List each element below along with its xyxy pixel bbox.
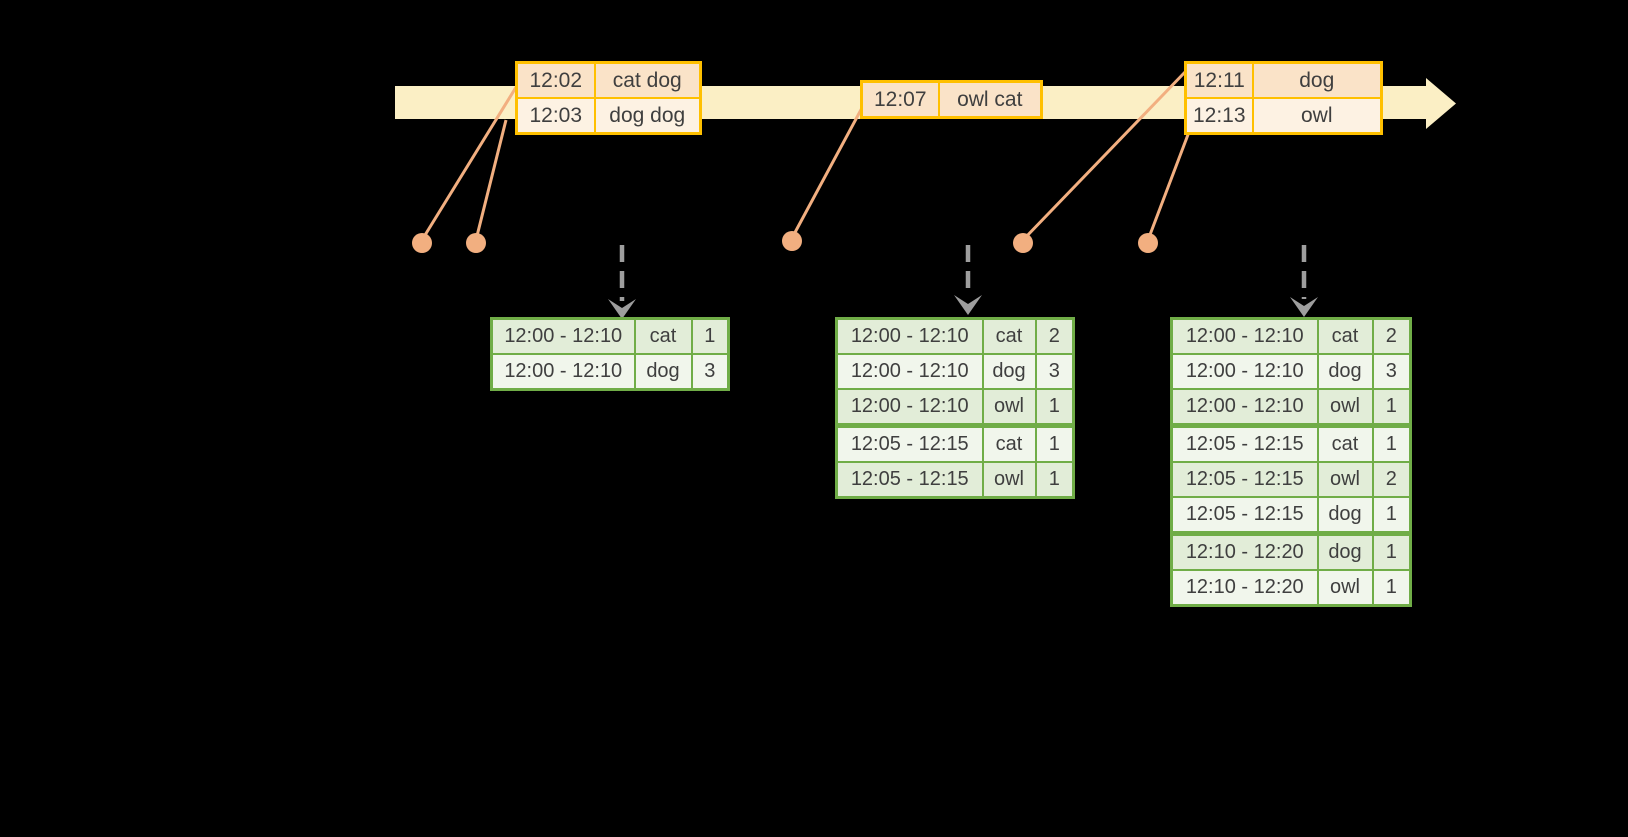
window-cell: 12:05 - 12:15 [1170,496,1319,535]
words-cell: owl [1251,97,1383,135]
window-cell: 12:00 - 12:10 [490,317,636,355]
window-cell: 12:10 - 12:20 [1170,531,1319,571]
time-cell: 12:11 [1184,61,1254,99]
word-cell: dog [1316,531,1374,571]
window-cell: 12:05 - 12:15 [1170,423,1319,463]
words-cell: cat dog [593,61,702,99]
word-cell: cat [981,317,1037,355]
count-cell: 3 [690,353,730,391]
word-cell: owl [1316,461,1374,498]
word-cell: owl [1316,388,1374,427]
time-cell: 12:07 [860,80,940,119]
word-cell: cat [981,423,1037,463]
window-cell: 12:00 - 12:10 [490,353,636,391]
count-cell: 1 [1371,388,1412,427]
word-cell: dog [1316,353,1374,390]
event-connector-line [1146,131,1191,241]
window-cell: 12:00 - 12:10 [1170,388,1319,427]
timeline-arrowhead [1426,78,1456,129]
word-cell: cat [1316,423,1374,463]
count-cell: 1 [1371,569,1412,607]
time-cell: 12:13 [1184,97,1254,135]
window-cell: 12:05 - 12:15 [1170,461,1319,498]
window-cell: 12:00 - 12:10 [1170,317,1319,355]
count-cell: 1 [1034,461,1075,499]
trigger-arrow [954,245,982,315]
event-time-dot [1013,233,1033,253]
count-cell: 2 [1371,317,1412,355]
trigger-arrow [1290,245,1318,317]
count-cell: 1 [690,317,730,355]
event-connector-line [790,105,865,239]
words-cell: dog [1251,61,1383,99]
window-cell: 12:10 - 12:20 [1170,569,1319,607]
count-cell: 1 [1371,496,1412,535]
window-cell: 12:05 - 12:15 [835,461,984,499]
time-cell: 12:03 [515,97,596,135]
window-cell: 12:00 - 12:10 [1170,353,1319,390]
event-connector-line [420,83,520,241]
word-cell: owl [1316,569,1374,607]
event-connector-line [474,119,508,241]
trigger-arrow [608,245,636,319]
word-cell: dog [633,353,693,391]
event-time-dot [412,233,432,253]
time-cell: 12:02 [515,61,596,99]
count-cell: 1 [1034,388,1075,427]
word-cell: cat [633,317,693,355]
count-cell: 2 [1371,461,1412,498]
count-cell: 1 [1371,423,1412,463]
window-cell: 12:05 - 12:15 [835,423,984,463]
word-cell: dog [981,353,1037,390]
window-cell: 12:00 - 12:10 [835,388,984,427]
count-cell: 3 [1034,353,1075,390]
event-time-dot [466,233,486,253]
word-cell: owl [981,388,1037,427]
event-connector-line [1021,68,1189,242]
count-cell: 2 [1034,317,1075,355]
count-cell: 1 [1371,531,1412,571]
word-cell: cat [1316,317,1374,355]
window-cell: 12:00 - 12:10 [835,353,984,390]
count-cell: 3 [1371,353,1412,390]
event-time-dot [782,231,802,251]
event-time-dot [1138,233,1158,253]
count-cell: 1 [1034,423,1075,463]
window-cell: 12:00 - 12:10 [835,317,984,355]
word-cell: dog [1316,496,1374,535]
word-cell: owl [981,461,1037,499]
words-cell: dog dog [593,97,702,135]
words-cell: owl cat [937,80,1043,119]
